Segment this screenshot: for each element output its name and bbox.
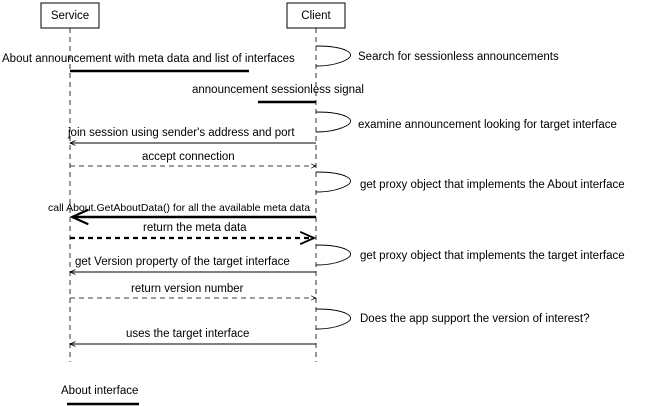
return-version-label: return version number [131,283,244,295]
message-uses-target: uses the target interface [70,328,316,344]
participant-client: Client [286,2,346,29]
message-return-meta-data: return the meta data [70,222,314,238]
self-note-target-proxy-curve [315,244,352,266]
self-note-version-support-curve [315,308,352,330]
message-get-about-data: call About.GetAboutData() for all the av… [48,202,316,217]
self-note-about-proxy-curve [315,171,352,193]
message-accept-connection: accept connection [70,151,316,166]
self-note-about-proxy-label: get proxy object that implements the Abo… [360,179,625,191]
legend-about-interface-label: About interface [61,385,138,397]
service-box [40,2,100,29]
message-return-version: return version number [70,283,316,298]
accept-connection-label: accept connection [142,151,235,163]
self-note-search: Search for sessionless announcements [315,45,559,67]
return-meta-data-label: return the meta data [143,222,247,234]
self-note-target-proxy-label: get proxy object that implements the tar… [360,250,625,262]
message-get-version: get Version property of the target inter… [70,256,316,272]
get-version-label: get Version property of the target inter… [75,256,290,268]
join-session-label: join session using sender's address and … [67,127,295,139]
self-note-examine: examine announcement looking for target … [315,111,617,133]
participant-service: Service [40,2,100,29]
get-about-data-label: call About.GetAboutData() for all the av… [48,202,310,214]
about-announcement-label: About announcement with meta data and li… [2,53,295,65]
sessionless-signal-label: announcement sessionless signal [192,84,364,96]
self-note-target-proxy: get proxy object that implements the tar… [315,244,625,266]
client-box [286,2,346,29]
message-sessionless-signal: announcement sessionless signal [192,84,364,104]
self-note-examine-curve [315,111,352,133]
service-label: Service [51,10,89,22]
self-note-version-support-label: Does the app support the version of inte… [360,313,590,325]
message-join-session: join session using sender's address and … [67,127,316,143]
self-note-search-curve [315,45,352,67]
self-note-search-label: Search for sessionless announcements [358,51,559,63]
self-note-about-proxy: get proxy object that implements the Abo… [315,171,625,193]
client-label: Client [301,10,331,22]
legend: About interface [61,385,139,406]
uses-target-label: uses the target interface [126,328,249,340]
self-note-examine-label: examine announcement looking for target … [358,119,617,131]
self-note-version-support: Does the app support the version of inte… [315,308,590,330]
message-about-announcement: About announcement with meta data and li… [2,53,295,73]
